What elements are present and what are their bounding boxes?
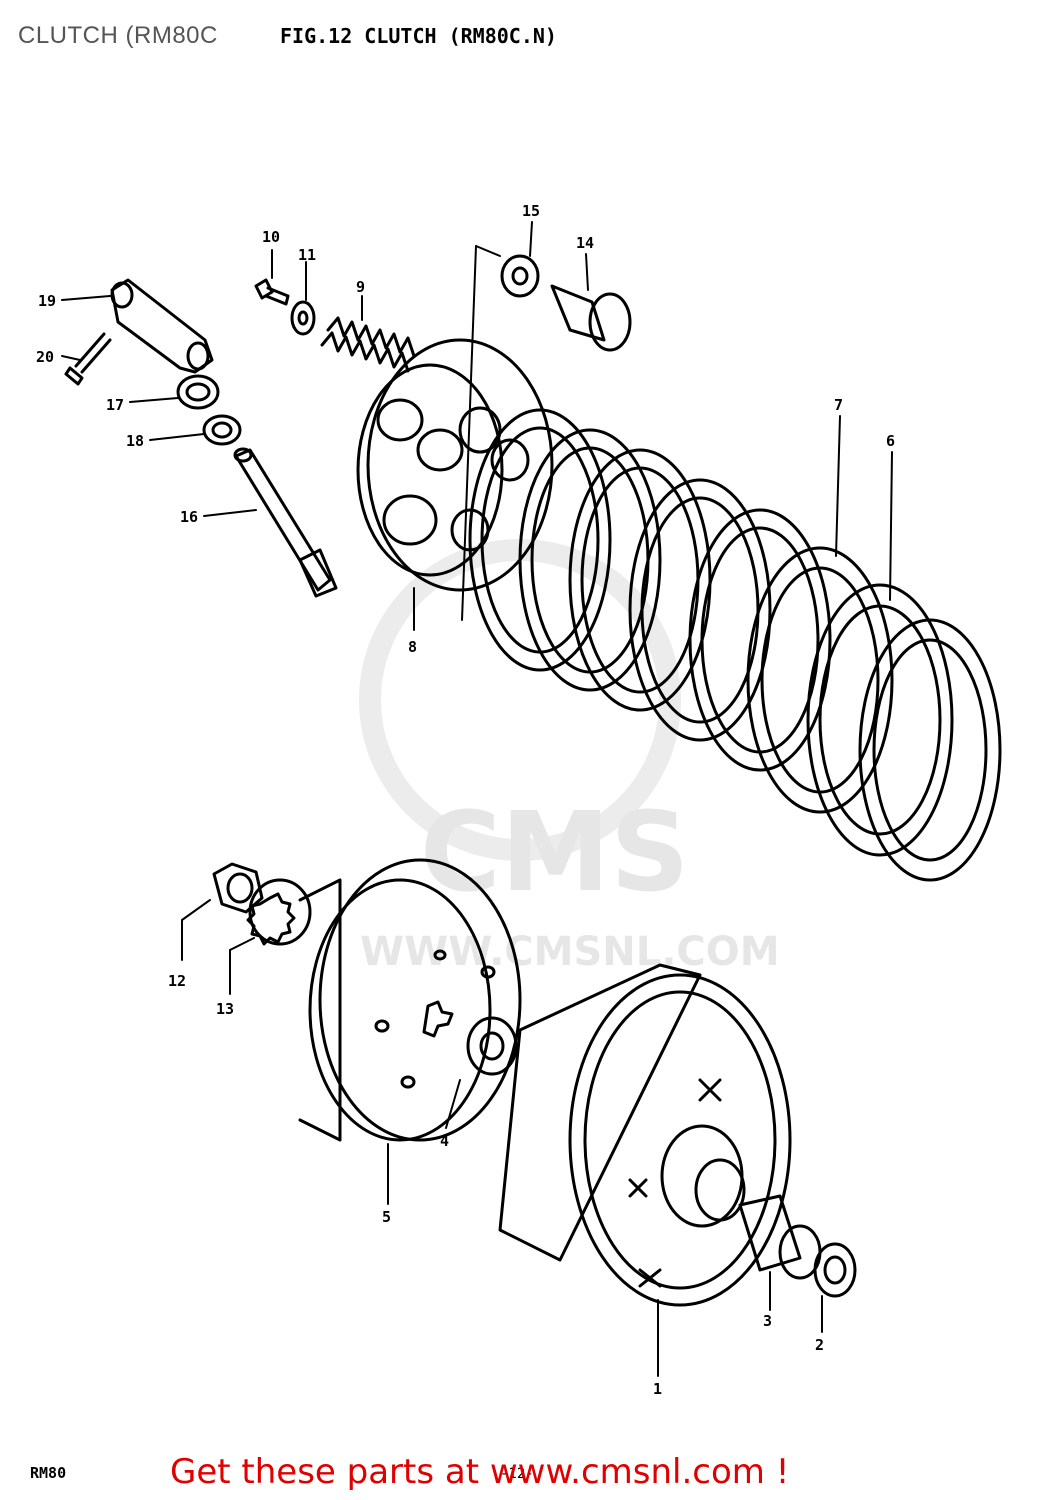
lock-washer-part <box>246 878 312 946</box>
clutch-spring-part <box>320 316 416 373</box>
release-shaft-part <box>233 447 338 598</box>
watermark-url: WWW.CMSNL.COM <box>360 929 780 975</box>
clutch-hub-part <box>298 858 522 1142</box>
model-label: RM80 <box>30 1464 67 1482</box>
callout-3: 3 <box>763 1312 772 1330</box>
callout-18: 18 <box>126 432 144 450</box>
callout-19: 19 <box>38 292 56 310</box>
leader-lines <box>61 221 893 1377</box>
clutch-plates-stack <box>468 408 1002 882</box>
callout-4: 4 <box>440 1132 449 1150</box>
page-title: CLUTCH (RM80C <box>18 22 218 49</box>
figure-title: FIG.12 CLUTCH (RM80C.N) <box>280 24 557 48</box>
callout-16: 16 <box>180 508 198 526</box>
cms-watermark: CMS WWW.CMSNL.COM <box>359 539 780 975</box>
pressure-plate-part <box>356 338 554 592</box>
washer-2-part <box>813 1242 857 1298</box>
callout-6: 6 <box>886 432 895 450</box>
spring-spacer-part <box>550 284 632 352</box>
callout-2: 2 <box>815 1336 824 1354</box>
callout-9: 9 <box>356 278 365 296</box>
callout-17: 17 <box>106 396 124 414</box>
callout-15: 15 <box>522 202 540 220</box>
oil-seal-part <box>176 374 220 410</box>
release-arm-part <box>110 278 214 374</box>
callout-8: 8 <box>408 638 417 656</box>
callout-5: 5 <box>382 1208 391 1226</box>
callout-11: 11 <box>298 246 316 264</box>
callout-13: 13 <box>216 1000 234 1018</box>
washer-15-part <box>500 254 540 298</box>
get-parts-link[interactable]: Get these parts at www.cmsnl.com ! <box>170 1452 790 1492</box>
page-number: -12- <box>500 1466 534 1482</box>
watermark-brand: CMS <box>420 788 689 916</box>
callout-1: 1 <box>653 1380 662 1398</box>
callout-10: 10 <box>262 228 280 246</box>
callout-20: 20 <box>36 348 54 366</box>
clutch-housing-part <box>498 963 792 1307</box>
callout-14: 14 <box>576 234 594 252</box>
callout-12: 12 <box>168 972 186 990</box>
callout-7: 7 <box>834 396 843 414</box>
washer-18-part <box>202 414 242 446</box>
washer-4-part <box>466 1016 518 1076</box>
clutch-exploded-diagram: CMS WWW.CMSNL.COM <box>36 202 1002 1398</box>
callout-numbers: 1 2 3 4 5 6 7 8 9 10 11 12 13 14 15 16 1… <box>36 202 895 1398</box>
screw-part <box>254 278 290 306</box>
washer-11-part <box>290 300 316 336</box>
clutch-nut-part <box>212 862 264 914</box>
